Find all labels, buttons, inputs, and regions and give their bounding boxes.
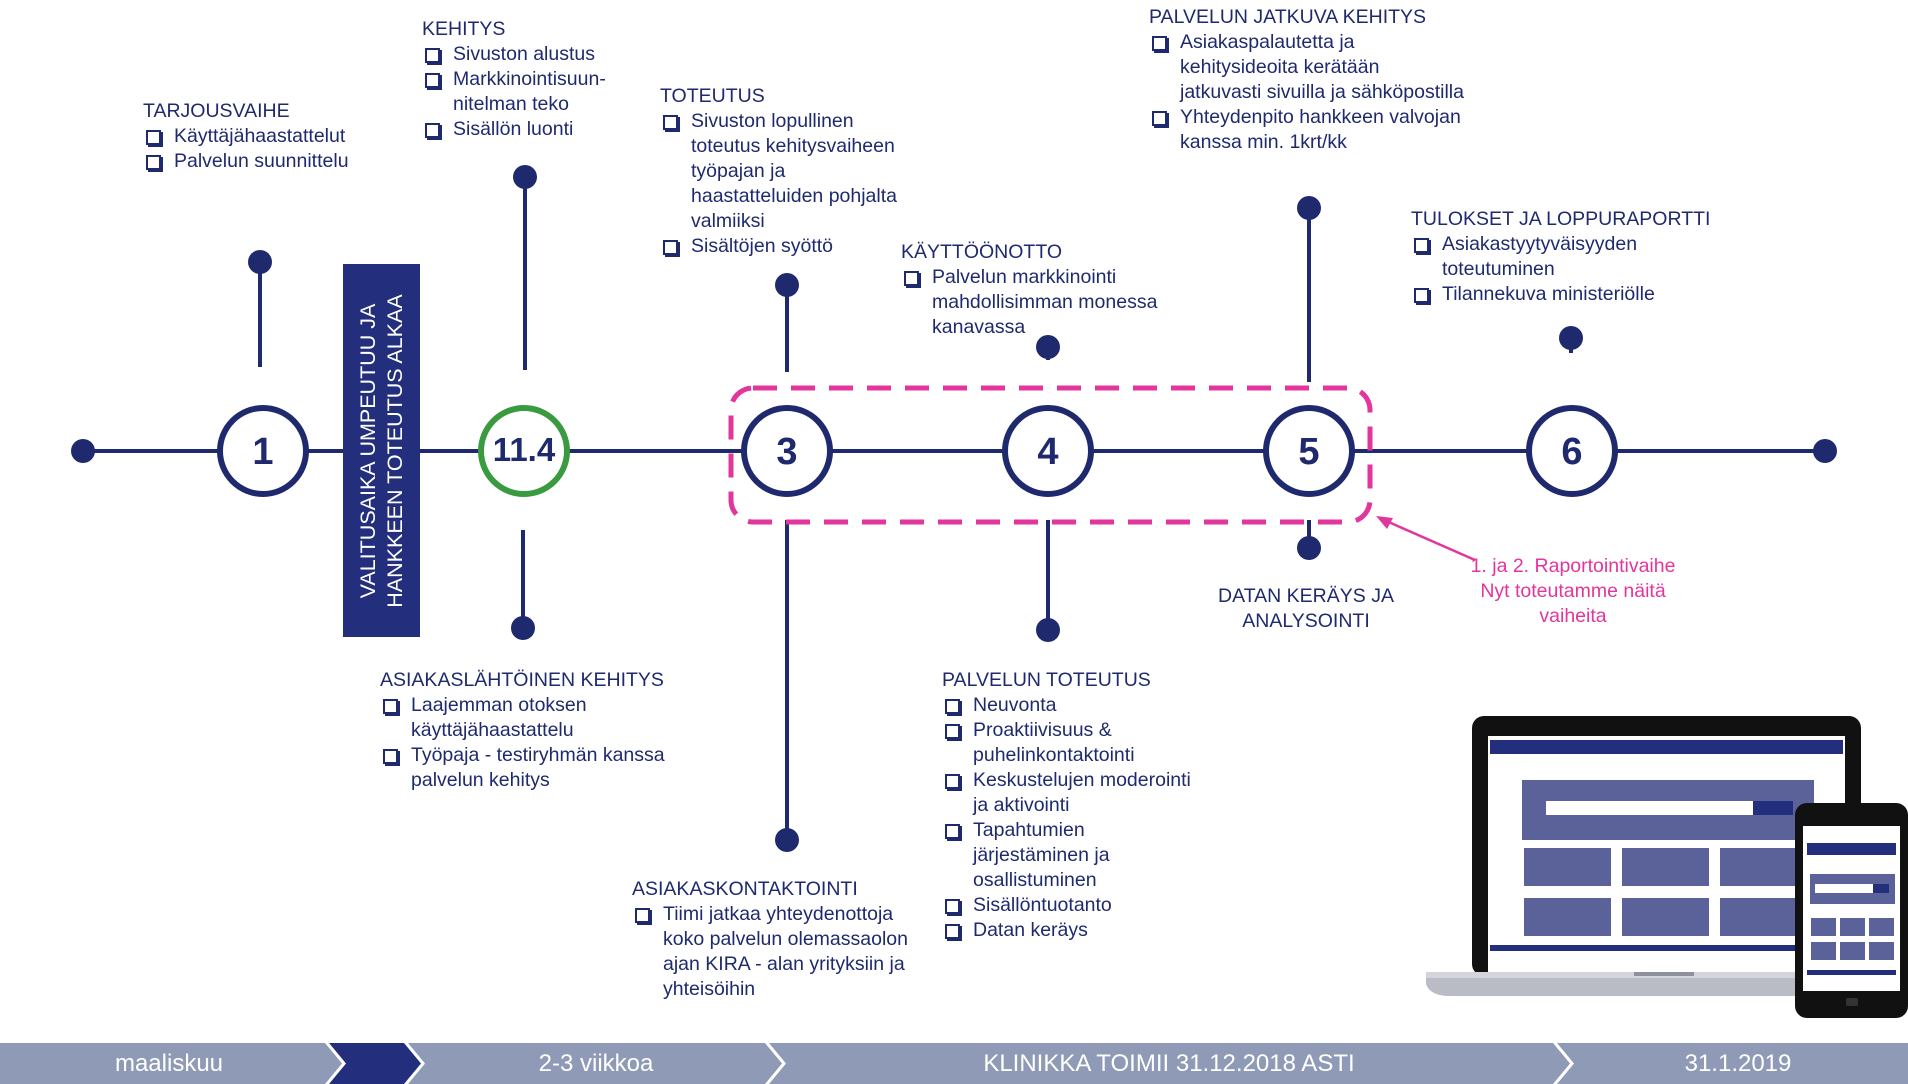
- milestone-node-1: 1: [217, 405, 309, 497]
- phase-title: ASIAKASLÄHTÖINEN KEHITYS: [380, 669, 664, 691]
- timeline-segment: 2-3 viikkoa: [538, 1049, 654, 1077]
- milestone-label: 1: [252, 431, 273, 473]
- checklist-item: Palvelun suunnittelu: [143, 149, 349, 174]
- checklist-item: Neuvonta: [942, 693, 1191, 718]
- checklist-item: Sisältöjen syöttö: [660, 234, 897, 259]
- checklist-item: Markkinointisuun-nitelman teko: [422, 67, 606, 117]
- milestone-node-6: 6: [1526, 405, 1618, 497]
- timeline-segment: [334, 1043, 418, 1084]
- phase-title: TULOKSET JA LOPPURAPORTTI: [1411, 208, 1711, 230]
- phase-title: TOTEUTUS: [660, 85, 765, 107]
- timeline-end-dot: [1813, 439, 1837, 463]
- timeline-segment: 31.1.2019: [1684, 1049, 1792, 1077]
- phase-title: KÄYTTÖÖNOTTO: [901, 241, 1063, 263]
- reporting-highlight-box: [728, 385, 1373, 525]
- timeline-start-dot: [71, 439, 95, 463]
- phase-title: PALVELUN TOTEUTUS: [942, 669, 1151, 691]
- milestone-node-4: 4: [1002, 405, 1094, 497]
- vertical-banner-text: VALITUSAIKA UMPEUTUU JA HANKKEEN TOTEUTU…: [355, 293, 407, 608]
- phase-title: TARJOUSVAIHE: [143, 100, 290, 122]
- milestone-label: 5: [1298, 431, 1319, 473]
- checklist-item: Tilannekuva ministeriölle: [1411, 282, 1710, 307]
- milestone-label: 3: [776, 431, 797, 473]
- timeline-segment: KLINIKKA TOIMII 31.12.2018 ASTI: [983, 1049, 1355, 1077]
- phase-title: ASIAKASKONTAKTOINTI: [632, 878, 858, 900]
- timeline-bar: maaliskuu 2-3 viikkoa KLINIKKA TOIMII 31…: [0, 1043, 1908, 1084]
- milestone-node-3: 3: [741, 405, 833, 497]
- vertical-banner: VALITUSAIKA UMPEUTUU JA HANKKEEN TOTEUTU…: [343, 264, 420, 637]
- phase-title: PALVELUN JATKUVA KEHITYS: [1149, 6, 1427, 28]
- milestone-node-11-4: 11.4: [478, 405, 570, 497]
- phase-title: KEHITYS: [422, 18, 506, 40]
- checklist-item: Käyttäjähaastattelut: [143, 124, 349, 149]
- checklist-item: Proaktiivisuus &puhelinkontaktointi: [942, 718, 1191, 768]
- milestone-node-5: 5: [1263, 405, 1355, 497]
- checklist-item: Sivuston alustus: [422, 42, 606, 67]
- laptop-icon: [1426, 716, 1908, 996]
- milestone-label: 6: [1561, 431, 1582, 473]
- reporting-arrow: [1383, 518, 1476, 562]
- phone-icon: [1795, 803, 1908, 1018]
- milestone-label: 4: [1037, 431, 1058, 473]
- checklist-item: Sisällön luonti: [422, 117, 606, 142]
- checklist-item: Sisällöntuotanto: [942, 893, 1191, 918]
- checklist-item: Datan keräys: [942, 918, 1191, 943]
- milestone-label: 11.4: [493, 431, 556, 468]
- timeline-segment: maaliskuu: [114, 1049, 224, 1077]
